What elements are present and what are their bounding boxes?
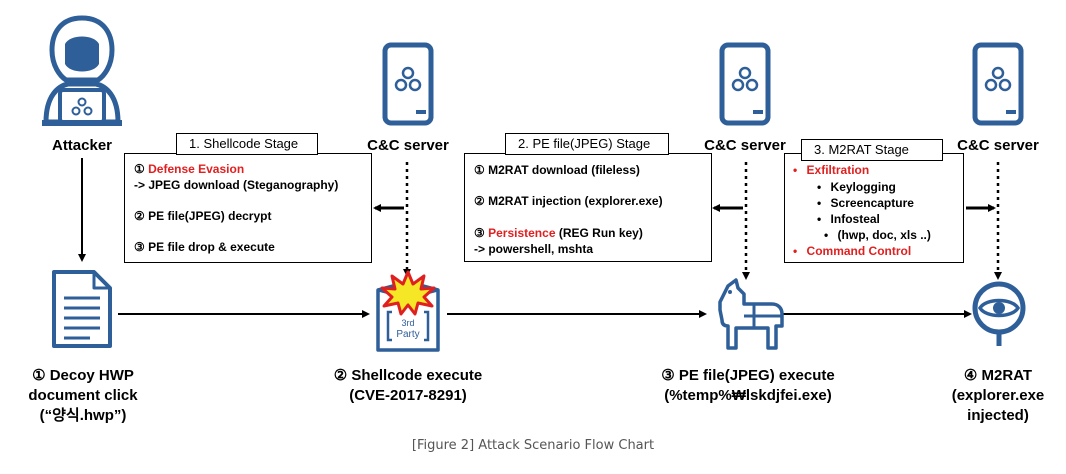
stage-3-item-1: • Exfiltration bbox=[793, 163, 869, 177]
stage-3-item-1-text: Exfiltration bbox=[806, 163, 870, 177]
stage-3-item-5-text: (hwp, doc, xls ..) bbox=[837, 228, 931, 242]
figure-caption: [Figure 2] Attack Scenario Flow Chart bbox=[411, 438, 655, 453]
third-party-sup: 3rd bbox=[401, 318, 414, 328]
step-4-line-2: (explorer.exe bbox=[951, 387, 1045, 404]
stage-3-item-6-bullet: • bbox=[793, 244, 798, 258]
step-2-line-1: ② Shellcode execute bbox=[333, 367, 483, 384]
stage-1-line-4: ③ PE file drop & execute bbox=[134, 240, 275, 254]
stage-3-item-2-text: Keylogging bbox=[830, 180, 896, 194]
stage-1-line-1-num: ① bbox=[134, 162, 145, 176]
stage-2-line-2-text: M2RAT injection (explorer.exe) bbox=[488, 194, 663, 208]
stage-2-box bbox=[464, 153, 712, 262]
stage-1-line-3-text: PE file(JPEG) decrypt bbox=[148, 209, 272, 223]
step-1-line-1: ① Decoy HWP bbox=[32, 367, 134, 384]
stage-2-line-3: ③ Persistence (REG Run key) bbox=[474, 226, 643, 240]
third-party-label: Party bbox=[396, 329, 419, 340]
stage-2-line-3-num: ③ bbox=[474, 226, 485, 240]
step-3-line-2: (%temp%₩lskdjfei.exe) bbox=[664, 387, 832, 404]
stage-1-line-3-num: ② bbox=[134, 209, 145, 223]
step-1-line-3: (“양식.hwp”) bbox=[39, 407, 127, 424]
stage-2-line-3-text: (REG Run key) bbox=[555, 226, 643, 240]
stage-3-item-3: • Screencapture bbox=[817, 196, 914, 210]
stage-3-item-3-text: Screencapture bbox=[830, 196, 914, 210]
stage-3-item-1-bullet: • bbox=[793, 163, 798, 177]
step-4-label: ④ M2RAT (explorer.exe injected) bbox=[936, 366, 1060, 426]
stage-1-line-4-text: PE file drop & execute bbox=[148, 240, 275, 254]
spy-eye-icon bbox=[972, 281, 1026, 346]
cc-server-label-3: C&C server bbox=[957, 137, 1039, 154]
step-3-label: ③ PE file(JPEG) execute (%temp%₩lskdjfei… bbox=[640, 366, 856, 406]
stage-3-item-6: • Command Control bbox=[793, 244, 911, 258]
stage-2-line-1-num: ① bbox=[474, 163, 485, 177]
explosion-burst bbox=[380, 270, 436, 316]
stage-1-title: 1. Shellcode Stage bbox=[176, 133, 318, 155]
attacker-label: Attacker bbox=[51, 137, 113, 154]
third-party-package-icon: 3rd Party bbox=[376, 270, 440, 352]
step-4-line-3: injected) bbox=[967, 407, 1029, 424]
cc-server-icon-1 bbox=[382, 42, 434, 126]
cc-server-icon-3 bbox=[972, 42, 1024, 126]
stage-3-item-5-bullet: • bbox=[824, 228, 829, 242]
stage-2-line-2-num: ② bbox=[474, 194, 485, 208]
stage-3-item-3-bullet: • bbox=[817, 196, 822, 210]
stage-2-line-3-highlight: Persistence bbox=[488, 226, 556, 240]
stage-2-line-4: -> powershell, mshta bbox=[474, 242, 594, 256]
stage-1-line-3: ② PE file(JPEG) decrypt bbox=[134, 209, 271, 223]
step-1-line-2: document click bbox=[28, 387, 138, 404]
stage-3-title: 3. M2RAT Stage bbox=[801, 139, 943, 161]
cc-server-icon-2 bbox=[719, 42, 771, 126]
attacker-hacker-icon bbox=[42, 15, 122, 126]
document-icon bbox=[52, 270, 112, 348]
stage-3-item-4: • Infosteal bbox=[817, 212, 880, 226]
stage-2-title: 2. PE file(JPEG) Stage bbox=[505, 133, 669, 155]
cc-server-label-2: C&C server bbox=[704, 137, 786, 154]
step-2-line-2: (CVE-2017-8291) bbox=[349, 387, 467, 404]
stage-3-item-4-bullet: • bbox=[817, 212, 822, 226]
trojan-horse-icon bbox=[718, 278, 784, 350]
stage-3-item-2: • Keylogging bbox=[817, 180, 896, 194]
stage-3-item-2-bullet: • bbox=[817, 180, 822, 194]
stage-1-line-4-num: ③ bbox=[134, 240, 145, 254]
stage-3-box bbox=[784, 153, 964, 263]
stage-2-line-2: ② M2RAT injection (explorer.exe) bbox=[474, 194, 663, 208]
stage-1-line-2: -> JPEG download (Steganography) bbox=[134, 178, 339, 192]
stage-1-box bbox=[124, 153, 372, 263]
step-2-label: ② Shellcode execute (CVE-2017-8291) bbox=[308, 366, 508, 406]
stage-2-line-1: ① M2RAT download (fileless) bbox=[474, 163, 640, 177]
stage-1-line-1: ① Defense Evasion bbox=[134, 162, 244, 176]
stage-1-line-1-highlight: Defense Evasion bbox=[148, 162, 245, 176]
cc-server-label-1: C&C server bbox=[367, 137, 449, 154]
step-3-line-1: ③ PE file(JPEG) execute bbox=[661, 367, 835, 384]
stage-2-line-1-text: M2RAT download (fileless) bbox=[488, 163, 640, 177]
stage-3-item-4-text: Infosteal bbox=[830, 212, 880, 226]
stage-3-item-5: • (hwp, doc, xls ..) bbox=[824, 228, 931, 242]
step-4-line-1: ④ M2RAT bbox=[963, 367, 1033, 384]
step-1-label: ① Decoy HWP document click (“양식.hwp”) bbox=[0, 366, 166, 426]
stage-3-item-6-text: Command Control bbox=[806, 244, 912, 258]
